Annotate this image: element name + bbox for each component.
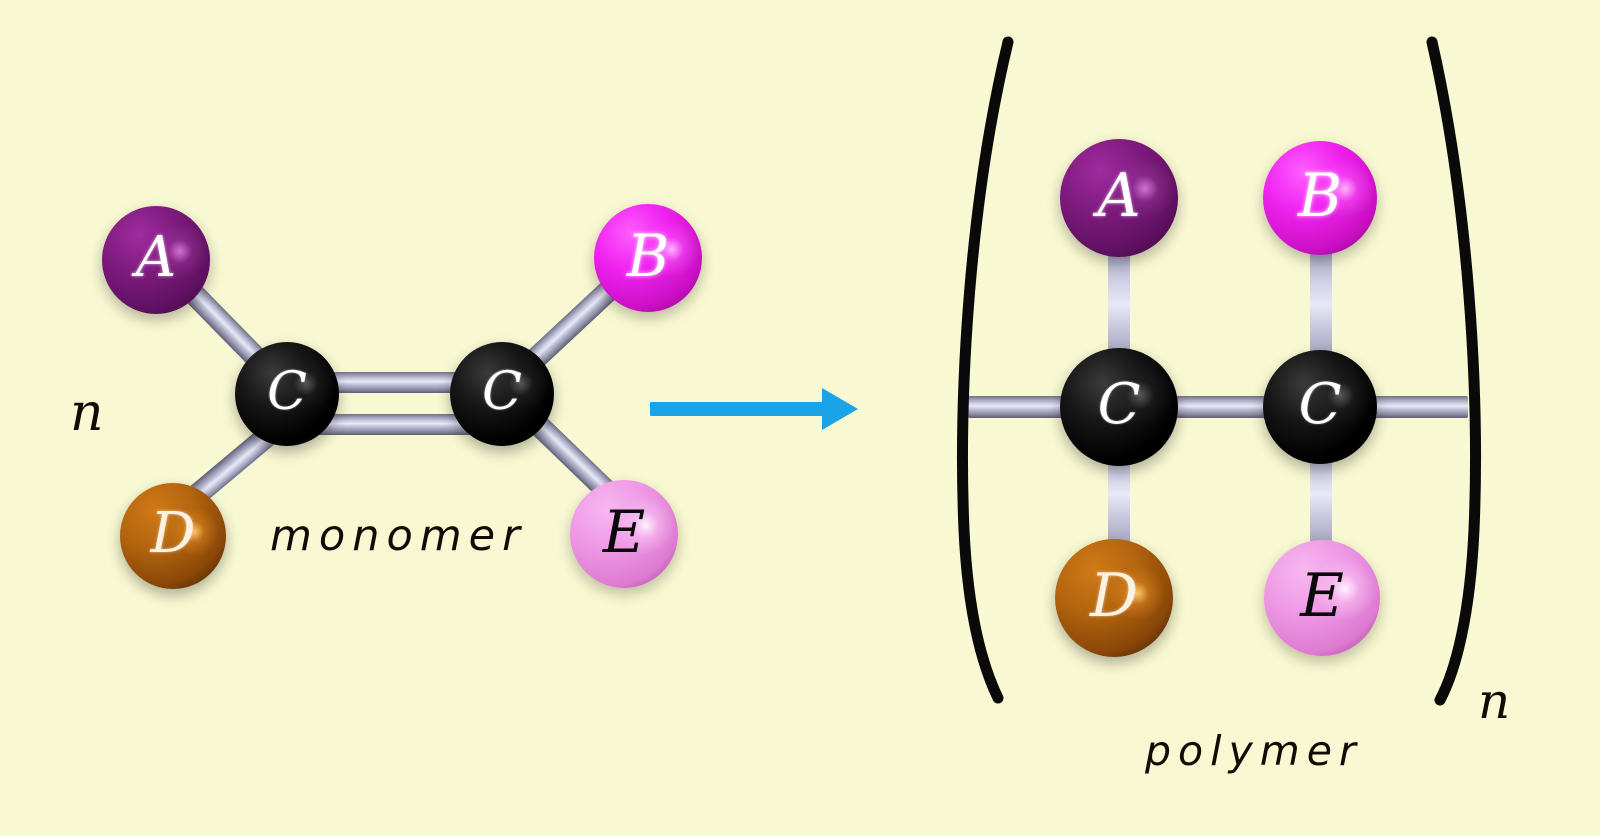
atom-label-b: B (1297, 161, 1343, 231)
polymer-atom-c2: C (1263, 350, 1377, 464)
polymer-atom-e: E (1264, 540, 1380, 656)
atom-label-c1: C (267, 362, 307, 422)
polymer-atom-b: B (1263, 141, 1377, 255)
atom-label-c2: C (482, 362, 522, 422)
bond-c1-c2-lower (287, 414, 502, 435)
right-bracket (1426, 36, 1481, 706)
polymer-label: polymer (1145, 727, 1363, 775)
monomer-atom-d: D (120, 483, 226, 589)
atom-label-a: A (135, 225, 177, 290)
polymer-atom-d: D (1055, 539, 1173, 657)
left-bracket (957, 36, 1014, 704)
arrow-shaft (650, 402, 830, 416)
atom-label-c1: C (1097, 372, 1141, 437)
polymer-atom-c1: C (1060, 348, 1178, 466)
arrow-head-icon (822, 388, 858, 430)
monomer-atom-a: A (102, 206, 210, 314)
polymer-subscript-n: n (1478, 672, 1511, 730)
monomer-atom-b: B (594, 204, 702, 312)
atom-label-d: D (150, 501, 196, 566)
atom-label-d: D (1089, 561, 1139, 631)
atom-label-b: B (626, 222, 670, 290)
atom-label-a: A (1097, 161, 1141, 231)
monomer-atom-e: E (570, 480, 678, 588)
monomer-atom-c2: C (450, 342, 554, 446)
atom-label-c2: C (1298, 372, 1342, 437)
monomer-label: monomer (270, 511, 527, 561)
bond-c1-c2-upper (287, 372, 502, 393)
reaction-arrow (650, 388, 860, 432)
polymer-atom-a: A (1060, 139, 1178, 257)
atom-label-e: E (1300, 561, 1344, 631)
monomer-coefficient-n: n (70, 383, 104, 443)
monomer-atom-c1: C (235, 342, 339, 446)
atom-label-e: E (602, 498, 646, 566)
